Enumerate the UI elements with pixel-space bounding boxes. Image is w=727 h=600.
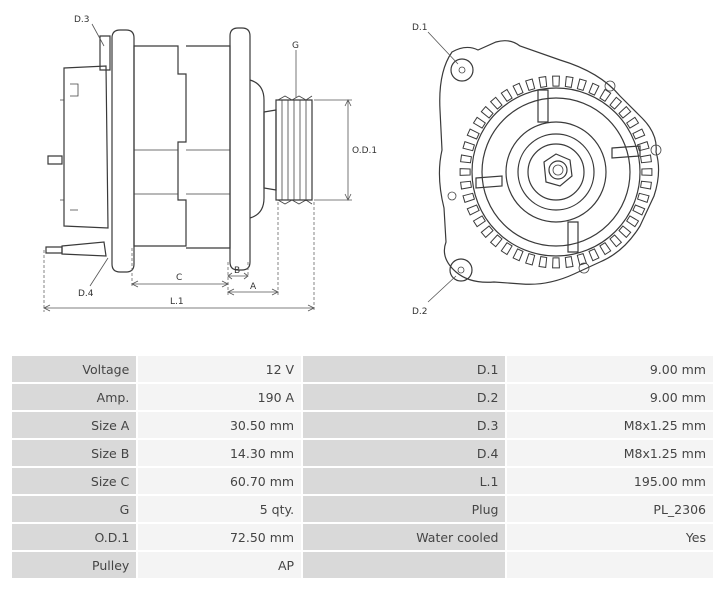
front-view [427, 31, 662, 303]
cooling-fin [466, 204, 480, 216]
spec-value: 9.00 mm [507, 384, 713, 410]
cooling-fin [599, 242, 612, 256]
cooling-fin [525, 78, 536, 92]
cooling-fin [459, 168, 471, 176]
cooling-fin [588, 82, 600, 96]
spec-label: Amp. [12, 384, 137, 410]
label-b: B [234, 266, 240, 276]
cooling-fin [552, 75, 560, 87]
cooling-fin [564, 256, 574, 268]
spec-label: D.2 [303, 384, 506, 410]
cooling-fin [538, 76, 548, 88]
cooling-fin [462, 141, 476, 152]
spec-value: 9.00 mm [507, 356, 713, 382]
cooling-fin [460, 154, 472, 164]
cooling-fin [512, 248, 524, 262]
cooling-fin [599, 88, 612, 102]
cooling-fin [552, 257, 560, 269]
label-d1: D.1 [412, 23, 428, 33]
spec-label: G [12, 496, 137, 522]
label-d2: D.2 [412, 307, 428, 317]
cooling-fin [632, 204, 646, 216]
spec-label: Pulley [12, 552, 137, 578]
label-g: G [292, 41, 299, 51]
spec-label: Voltage [12, 356, 137, 382]
spec-label: Water cooled [303, 524, 506, 550]
cooling-fin [626, 215, 640, 228]
cooling-fin [466, 128, 480, 140]
spec-label: Size C [12, 468, 137, 494]
cooling-fin [640, 154, 652, 164]
cooling-fin [500, 88, 513, 102]
spec-value: AP [138, 552, 302, 578]
spec-label: D.4 [303, 440, 506, 466]
spec-value: 190 A [138, 384, 302, 410]
cooling-fin [512, 82, 524, 96]
cooling-fin [564, 76, 574, 88]
spec-label: D.3 [303, 412, 506, 438]
spec-value: M8x1.25 mm [507, 440, 713, 466]
cooling-fin [626, 116, 640, 129]
spec-label: D.1 [303, 356, 506, 382]
cooling-fin [640, 180, 652, 190]
cooling-fin [609, 96, 623, 110]
label-c: C [176, 273, 182, 283]
cooling-fin [576, 78, 587, 92]
spec-label: O.D.1 [12, 524, 137, 550]
spec-value: 72.50 mm [138, 524, 302, 550]
spec-value: 30.50 mm [138, 412, 302, 438]
spec-value: 12 V [138, 356, 302, 382]
spec-value: 14.30 mm [138, 440, 302, 466]
cooling-fin [632, 128, 646, 140]
spec-value: 60.70 mm [138, 468, 302, 494]
spec-label: Size B [12, 440, 137, 466]
cooling-fin [472, 215, 486, 228]
cooling-fin [618, 225, 632, 239]
cooling-fin [525, 252, 536, 266]
cooling-fin [480, 225, 494, 239]
spec-value [507, 552, 713, 578]
spec-label [303, 552, 506, 578]
spec-value: M8x1.25 mm [507, 412, 713, 438]
side-view [43, 23, 352, 312]
spec-label: L.1 [303, 468, 506, 494]
cooling-fin [460, 180, 472, 190]
spec-value: Yes [507, 524, 713, 550]
pulley-grooves [275, 95, 313, 205]
cooling-fin [609, 234, 623, 248]
cooling-fin [472, 116, 486, 129]
cooling-fin [500, 242, 513, 256]
spec-label: Plug [303, 496, 506, 522]
spec-value: 5 qty. [138, 496, 302, 522]
cooling-fin [636, 192, 650, 203]
cooling-fin [618, 105, 632, 119]
alternator-technical-drawing: D.3 D.4 G O.D.1 C B A L.1 D.1 D.2 [43, 15, 662, 317]
cooling-fin [489, 234, 503, 248]
cooling-fin [588, 248, 600, 262]
cooling-fin [538, 256, 548, 268]
spec-value: 195.00 mm [507, 468, 713, 494]
cooling-fins [459, 75, 653, 269]
label-l1: L.1 [170, 297, 184, 307]
cooling-fin [462, 192, 476, 203]
label-d4: D.4 [78, 289, 94, 299]
cooling-fin [480, 105, 494, 119]
label-d3: D.3 [74, 15, 90, 25]
cooling-fin [489, 96, 503, 110]
label-a: A [250, 282, 257, 292]
label-od1: O.D.1 [352, 146, 377, 156]
cooling-fin [641, 168, 653, 176]
spec-label: Size A [12, 412, 137, 438]
spec-value: PL_2306 [507, 496, 713, 522]
